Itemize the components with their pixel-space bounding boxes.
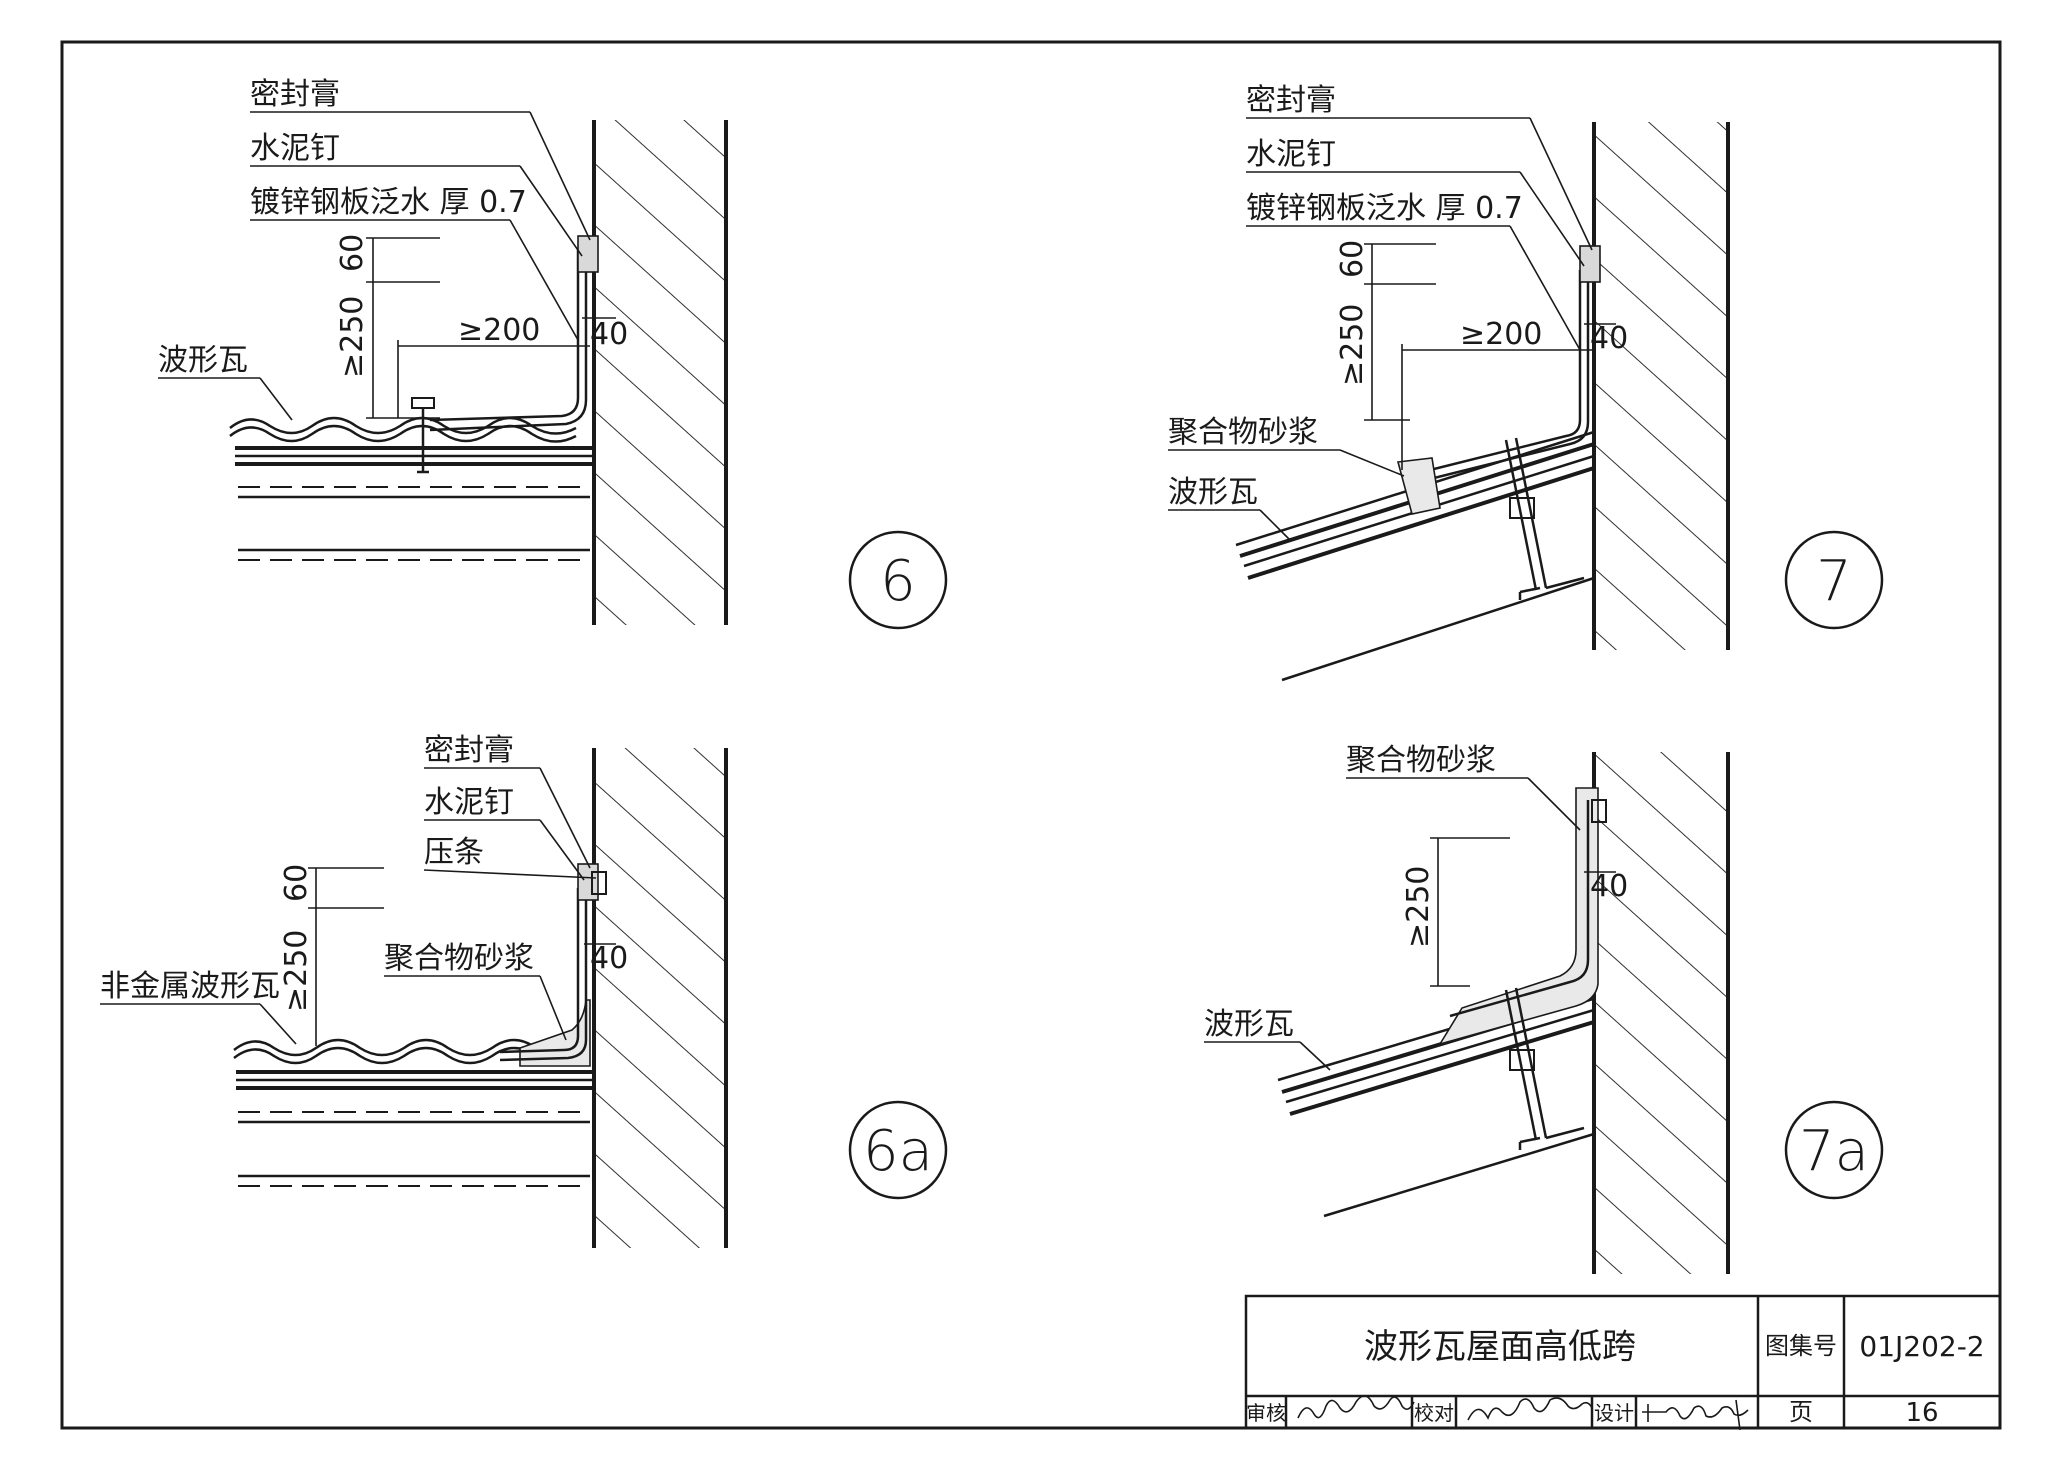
check-label: 校对 (1414, 1401, 1454, 1425)
detail-badge: 6 (880, 549, 916, 614)
label-mortar: 聚合物砂浆 (384, 941, 534, 976)
signature-check (1467, 1397, 1593, 1421)
dim-60: 60 (335, 234, 370, 272)
review-label: 审核 (1246, 1401, 1286, 1425)
label-flashing: 镀锌钢板泛水 厚 0.7 (250, 185, 527, 220)
dim-60: 60 (1335, 240, 1370, 278)
detail-badge-circle (848, 530, 948, 630)
mortar-fill (1438, 787, 1599, 1046)
dimensions (1430, 837, 1616, 987)
atlas-number: 01J202-2 (1859, 1330, 1984, 1363)
roof-layers (229, 416, 594, 561)
dim-40: 40 (590, 317, 628, 352)
label-tile: 波形瓦 (1168, 475, 1258, 510)
detail-badge: 6a (863, 1119, 933, 1184)
detail-6: 60 ≥250 ≥200 40 密封膏 水泥钉 镀锌钢板泛水 厚 0.7 波形瓦… (158, 77, 948, 630)
detail-badge-circle (1784, 530, 1884, 630)
label-sealant: 密封膏 (424, 733, 514, 768)
flashing (1449, 800, 1590, 1018)
detail-badge-circle (848, 1100, 948, 1200)
detail-7: 60 ≥250 ≥200 40 密封膏 水泥钉 镀锌钢板泛水 厚 0.7 聚合物… (1168, 83, 1884, 682)
mortar-block (1396, 457, 1441, 515)
flashing (499, 880, 588, 1062)
detail-7a: ≥250 40 聚合物砂浆 波形瓦 7a (1204, 743, 1884, 1274)
wall-hatch (1594, 122, 1728, 650)
page-number: 16 (1905, 1398, 1938, 1428)
wall-hatch (1594, 752, 1728, 1274)
roof-layers (1277, 984, 1595, 1218)
label-tile: 非金属波形瓦 (100, 969, 280, 1004)
flashing (1409, 262, 1590, 486)
dim-250: ≥250 (279, 930, 314, 1012)
dimensions (308, 867, 616, 1046)
dim-40: 40 (1590, 321, 1628, 356)
atlas-label: 图集号 (1765, 1332, 1837, 1360)
drawing-title: 波形瓦屋面高低跨 (1364, 1327, 1636, 1367)
flashing (429, 240, 588, 432)
label-sealant: 密封膏 (1246, 83, 1336, 118)
wall-hatch (594, 120, 726, 625)
dim-250: ≥250 (335, 296, 370, 378)
label-strip: 压条 (424, 835, 484, 870)
dim-250: ≥250 (1335, 304, 1370, 386)
purlin (1504, 987, 1585, 1150)
detail-badge: 7a (1799, 1119, 1869, 1184)
dimensions (1364, 243, 1616, 470)
signature-design (1642, 1399, 1749, 1431)
dim-40: 40 (590, 941, 628, 976)
wall-hatch (594, 748, 726, 1248)
fastener (411, 397, 435, 474)
label-flashing: 镀锌钢板泛水 厚 0.7 (1246, 191, 1523, 226)
label-tile: 波形瓦 (158, 343, 248, 378)
label-mortar: 聚合物砂浆 (1168, 415, 1318, 450)
label-tile: 波形瓦 (1204, 1007, 1294, 1042)
purlin (1504, 437, 1585, 600)
detail-badge-circle (1784, 1100, 1884, 1200)
mortar-fill (519, 999, 591, 1067)
dimensions (366, 237, 616, 419)
title-block: 波形瓦屋面高低跨 图集号 01J202-2 审核 校对 设计 页 16 (1244, 1294, 2002, 1431)
press-strip (591, 871, 607, 895)
label-sealant: 密封膏 (250, 77, 340, 112)
label-nail: 水泥钉 (1246, 137, 1336, 172)
dim-250: ≥250 (1401, 866, 1436, 948)
dim-40: 40 (1590, 869, 1628, 904)
label-nail: 水泥钉 (424, 785, 514, 820)
dim-200: ≥200 (1460, 317, 1542, 352)
design-label: 设计 (1594, 1401, 1634, 1425)
page-label: 页 (1789, 1398, 1813, 1426)
detail-badge: 7 (1816, 549, 1852, 614)
sheet-border (60, 40, 2002, 1430)
detail-6a: 60 ≥250 40 密封膏 水泥钉 压条 聚合物砂浆 非金属波形瓦 6a (100, 733, 948, 1248)
press-strip (1591, 799, 1607, 823)
label-nail: 水泥钉 (250, 131, 340, 166)
signature-review (1297, 1395, 1415, 1419)
roof-layers (233, 1038, 594, 1187)
dim-60: 60 (279, 864, 314, 902)
dim-200: ≥200 (458, 313, 540, 348)
label-mortar: 聚合物砂浆 (1346, 743, 1496, 778)
